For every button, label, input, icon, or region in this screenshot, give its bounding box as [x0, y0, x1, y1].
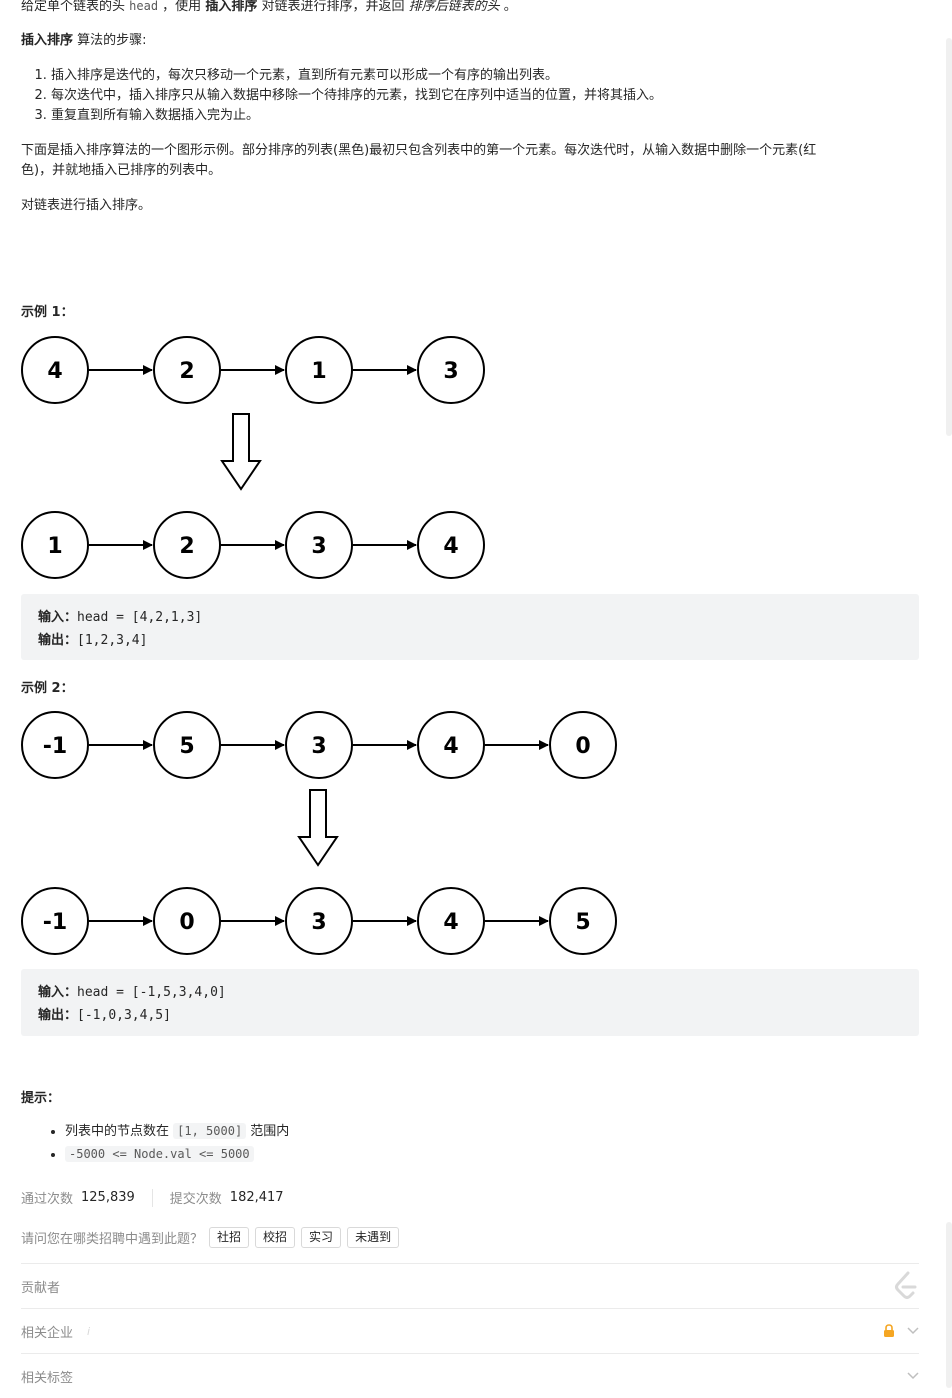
- svg-text:1: 1: [311, 359, 326, 384]
- svg-text:3: 3: [311, 734, 326, 759]
- submitted-label: 提交次数: [169, 1192, 222, 1207]
- step-item: 插入排序是迭代的，每次只移动一个元素，直到所有元素可以形成一个有序的输出列表。: [51, 66, 662, 86]
- steps-heading-bold: 插入排序: [21, 33, 74, 48]
- list-node: 4: [417, 711, 485, 779]
- example-2-diagram: -1 5 3 4 0 -1 0 3 4 5: [21, 711, 617, 955]
- intro-italic: 排序后链表的头: [408, 0, 500, 14]
- intro-text: 给定单个链表的头: [21, 0, 130, 14]
- tags-section[interactable]: 相关标签: [21, 1353, 919, 1398]
- output-row: 输出：[-1,0,3,4,5]: [38, 1008, 171, 1023]
- step-item: 每次迭代中，插入排序只从输入数据中移除一个待排序的元素，找到它在序列中适当的位置…: [51, 86, 662, 106]
- description-line: 色)，并就地插入已排序的列表中。: [21, 163, 222, 178]
- svg-text:4: 4: [47, 359, 62, 384]
- hints-label: 提示：: [21, 1091, 61, 1106]
- list-node: -1: [21, 887, 89, 955]
- list-node: -1: [21, 711, 89, 779]
- inline-code-head: head: [129, 0, 159, 13]
- companies-section[interactable]: 相关企业 i: [21, 1308, 919, 1353]
- submitted-count: 182,417: [229, 1190, 284, 1205]
- intro-text: 对链表进行排序，并返回: [257, 0, 409, 14]
- svg-text:5: 5: [575, 910, 590, 935]
- example-2-codeblock: 输入：head = [-1,5,3,4,0] 输出：[-1,0,3,4,5]: [21, 969, 919, 1036]
- list-node: 3: [285, 711, 353, 779]
- down-arrow-icon: [297, 789, 339, 867]
- list-node: 0: [153, 887, 221, 955]
- list-node: 1: [285, 336, 353, 404]
- svg-text:4: 4: [443, 734, 458, 759]
- scrollbar[interactable]: [946, 1222, 952, 1388]
- description-line: 下面是插入排序算法的一个图形示例。部分排序的列表(黑色)最初只包含列表中的第一个…: [21, 143, 817, 158]
- list-node: 4: [417, 511, 485, 579]
- list-node: 1: [21, 511, 89, 579]
- down-arrow-icon: [220, 413, 262, 491]
- list-node: 5: [153, 711, 221, 779]
- svg-text:-1: -1: [43, 910, 67, 935]
- svg-text:3: 3: [311, 534, 326, 559]
- lock-icon: [884, 1324, 894, 1337]
- accepted-label: 通过次数: [21, 1192, 74, 1207]
- list-node: 3: [285, 887, 353, 955]
- intro-paragraph: 给定单个链表的头 head ，使用 插入排序 对链表进行排序，并返回 排序后链表…: [21, 0, 517, 16]
- recruit-option-never[interactable]: 未遇到: [347, 1227, 400, 1248]
- steps-list: 插入排序是迭代的，每次只移动一个元素，直到所有元素可以形成一个有序的输出列表。 …: [21, 66, 662, 126]
- recruit-question-text: 请问您在哪类招聘中遇到此题？: [21, 1232, 204, 1247]
- hint-item: 列表中的节点数在 [1, 5000] 范围内: [65, 1120, 289, 1143]
- recruit-option-campus[interactable]: 校招: [255, 1227, 296, 1248]
- list-node: 2: [153, 511, 221, 579]
- divider: [151, 1188, 153, 1207]
- chevron-down-icon[interactable]: [907, 1372, 919, 1380]
- intro-text: 。: [499, 0, 517, 14]
- svg-text:4: 4: [443, 534, 458, 559]
- recruit-option-intern[interactable]: 实习: [301, 1227, 342, 1248]
- leetcode-logo-icon: [895, 1271, 917, 1299]
- tags-label: 相关标签: [21, 1370, 74, 1386]
- intro-text: ，使用: [158, 0, 206, 14]
- svg-text:2: 2: [179, 534, 194, 559]
- accepted-count: 125,839: [81, 1190, 135, 1205]
- step-item: 重复直到所有输入数据插入完为止。: [51, 106, 662, 126]
- intro-bold: 插入排序: [205, 0, 258, 14]
- companies-label: 相关企业: [21, 1325, 74, 1341]
- hints-list: 列表中的节点数在 [1, 5000] 范围内 -5000 <= Node.val…: [21, 1120, 289, 1166]
- submission-stats: 通过次数 125,839 提交次数 182,417: [21, 1188, 284, 1207]
- description-line: 对链表进行插入排序。: [21, 198, 152, 213]
- example-1-diagram: 4 2 1 3 1 2 3 4: [21, 336, 485, 579]
- list-node: 3: [285, 511, 353, 579]
- list-node: 4: [21, 336, 89, 404]
- svg-text:1: 1: [47, 534, 62, 559]
- example-1-label: 示例 1：: [21, 305, 74, 320]
- svg-text:3: 3: [443, 359, 458, 384]
- inline-code: [1, 5000]: [173, 1123, 247, 1139]
- output-row: 输出：[1,2,3,4]: [38, 633, 148, 648]
- hint-item: -5000 <= Node.val <= 5000: [65, 1143, 289, 1166]
- info-icon: i: [87, 1324, 91, 1338]
- svg-text:-1: -1: [43, 734, 67, 759]
- svg-text:0: 0: [179, 910, 194, 935]
- svg-text:3: 3: [311, 910, 326, 935]
- recruit-question: 请问您在哪类招聘中遇到此题？ 社招 校招 实习 未遇到: [21, 1227, 400, 1248]
- svg-text:0: 0: [575, 734, 590, 759]
- scrollbar[interactable]: [946, 38, 952, 436]
- inline-code: -5000 <= Node.val <= 5000: [65, 1146, 254, 1162]
- input-row: 输入：head = [4,2,1,3]: [38, 610, 203, 625]
- svg-text:4: 4: [443, 910, 458, 935]
- example-1-codeblock: 输入：head = [4,2,1,3] 输出：[1,2,3,4]: [21, 594, 919, 660]
- list-node: 5: [549, 887, 617, 955]
- recruit-option-social[interactable]: 社招: [209, 1227, 250, 1248]
- svg-text:2: 2: [179, 359, 194, 384]
- input-row: 输入：head = [-1,5,3,4,0]: [38, 985, 226, 1000]
- steps-heading: 插入排序 算法的步骤:: [21, 32, 147, 50]
- list-node: 3: [417, 336, 485, 404]
- contributors-section[interactable]: 贡献者: [21, 1263, 919, 1308]
- list-node: 4: [417, 887, 485, 955]
- example-2-label: 示例 2：: [21, 681, 74, 696]
- svg-text:5: 5: [179, 734, 194, 759]
- list-node: 0: [549, 711, 617, 779]
- chevron-down-icon[interactable]: [907, 1327, 919, 1335]
- contributors-label: 贡献者: [21, 1280, 61, 1296]
- list-node: 2: [153, 336, 221, 404]
- steps-heading-text: 算法的步骤:: [73, 33, 147, 48]
